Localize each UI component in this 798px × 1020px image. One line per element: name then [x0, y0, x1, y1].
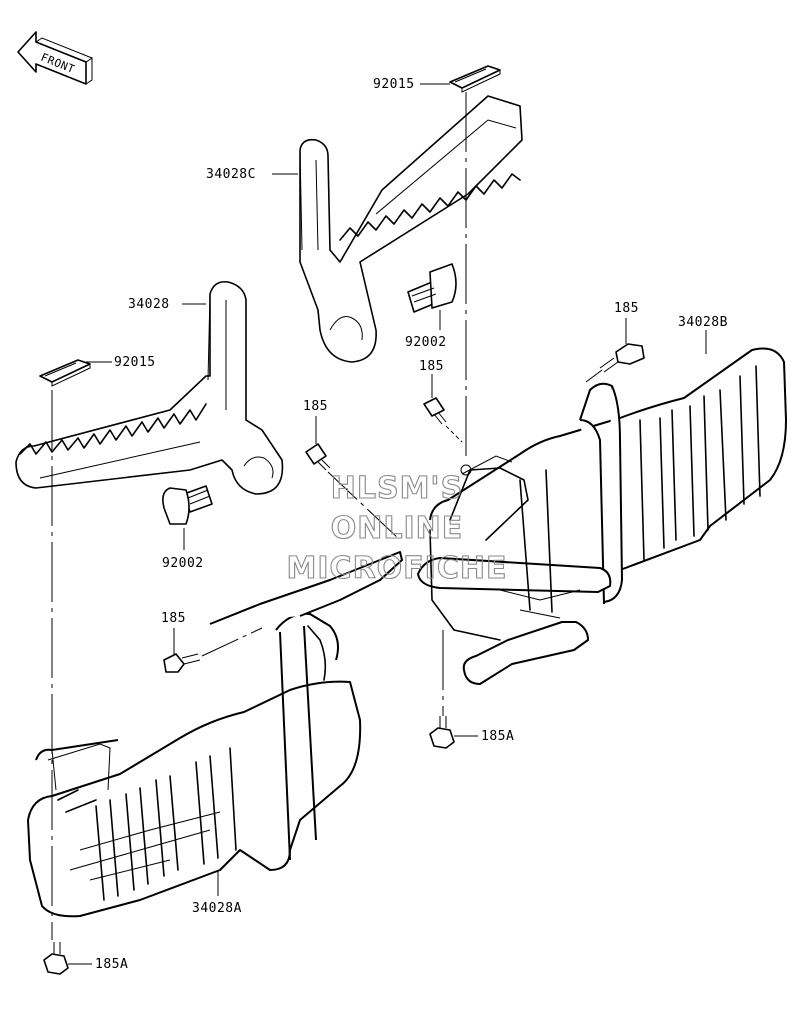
- label-34028a: 34028A: [192, 901, 242, 916]
- screw-mid-right: [423, 397, 447, 425]
- label-92015-left: 92015: [114, 355, 156, 370]
- watermark: HLSM'S ONLINE MICROFICHE: [286, 470, 508, 586]
- bolt-top: [407, 263, 457, 313]
- label-92002-left: 92002: [162, 556, 204, 571]
- label-185a-bottom-left: 185A: [95, 957, 128, 972]
- label-185-top-right: 185: [614, 301, 639, 316]
- label-185a-bottom-center: 185A: [481, 729, 514, 744]
- front-arrow-icon: FRONT: [17, 31, 94, 85]
- watermark-line1: HLSM'S: [331, 471, 463, 506]
- footstep-left: [15, 280, 284, 495]
- watermark-line3: MICROFICHE: [287, 551, 508, 586]
- step-pad-left: [39, 359, 91, 387]
- footguard-right: [417, 347, 787, 685]
- label-34028: 34028: [128, 297, 170, 312]
- step-pad-top: [449, 65, 501, 93]
- label-185-left: 185: [161, 611, 186, 626]
- label-34028c: 34028C: [206, 167, 256, 182]
- bolt-left: [162, 485, 213, 525]
- screw-bottom-left: [43, 942, 69, 975]
- screw-bottom-center: [429, 716, 455, 749]
- screw-left: [163, 653, 201, 673]
- watermark-line2: ONLINE: [331, 511, 464, 546]
- label-185-mid-right: 185: [419, 359, 444, 374]
- label-185-center: 185: [303, 399, 328, 414]
- label-34028b: 34028B: [678, 315, 728, 330]
- label-92002-top: 92002: [405, 335, 447, 350]
- footstep-top: [299, 95, 523, 363]
- footguard-left: [27, 551, 403, 918]
- label-92015-top: 92015: [373, 77, 415, 92]
- screw-center: [305, 443, 331, 471]
- screw-top-right: [599, 343, 645, 373]
